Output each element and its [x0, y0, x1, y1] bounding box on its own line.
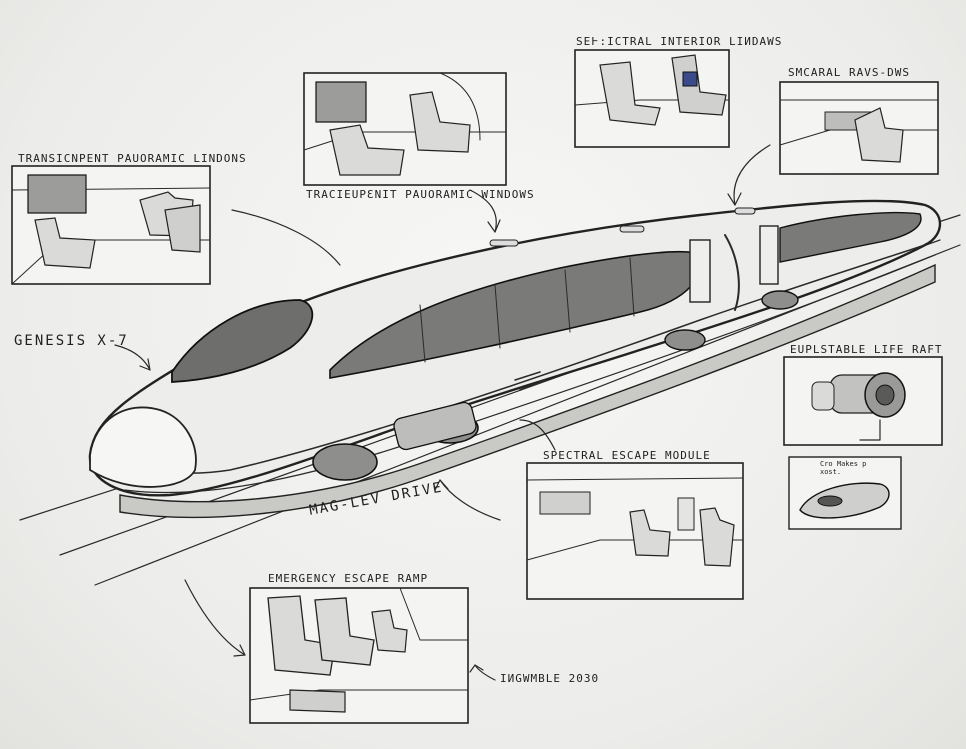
- panel-rows-view: [779, 81, 939, 175]
- label-interior-windows: SEͰ:ICTRAL INTERIOR LIИDAWS: [576, 35, 783, 48]
- leader-arrows: [114, 144, 771, 681]
- label-pod-note: Cro Makes p xost.: [820, 460, 867, 476]
- label-escape-ramp: EMERGENCY ESCAPE RAMP: [268, 572, 429, 585]
- label-rows-view: SMCARAL RAVS-DWS: [788, 66, 910, 79]
- label-bottom-note: IИGWMBLE 2030: [500, 672, 600, 685]
- panel-interior-windows: [574, 49, 730, 148]
- panel-life-raft: [783, 356, 943, 446]
- panel-escape-module: [526, 462, 744, 600]
- label-escape-module: SPECTRAL ESCAPE MODULE: [543, 449, 711, 462]
- label-panoramic-windows-center: TRACIEUPԐNIT PAUORAMIC WINDOWS: [306, 188, 535, 201]
- label-life-raft: EUPLSTABLE LIFE RAFT: [790, 343, 943, 356]
- label-train-name: GENESIS X-7: [14, 333, 129, 349]
- panel-escape-ramp: [249, 587, 469, 724]
- panel-center-lounge: [303, 72, 507, 186]
- train-body: [88, 199, 942, 519]
- panel-escape-pod: [788, 456, 902, 530]
- label-panoramic-windows-left: TRANSICNPENT PAUORAMIC LINDONS: [18, 152, 247, 165]
- panel-panoramic-lounge: [11, 165, 211, 285]
